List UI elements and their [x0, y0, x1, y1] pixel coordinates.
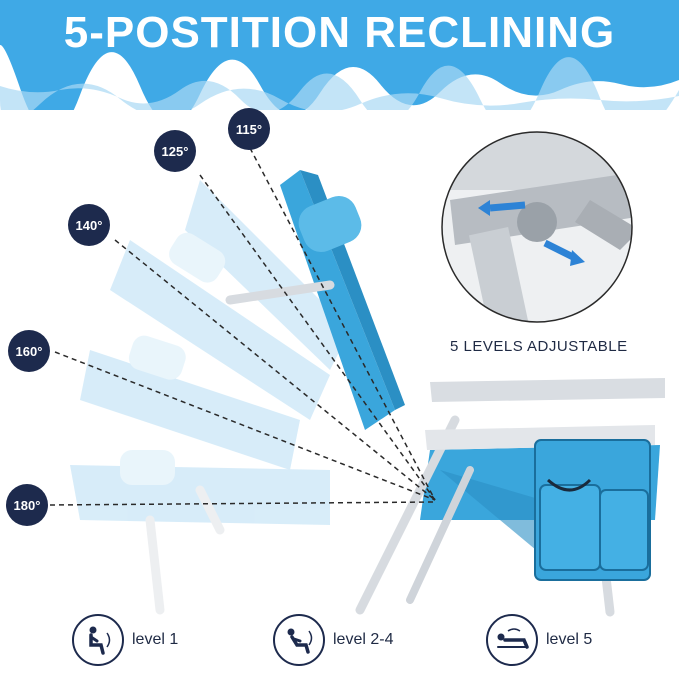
header-banner: [0, 0, 679, 110]
angle-badge-125: 125°: [154, 130, 196, 172]
angle-badge-115: 115°: [228, 108, 270, 150]
reclined-person-icon: [273, 614, 325, 666]
level-1-indicator: level 1: [72, 614, 178, 666]
level-5-indicator: level 5: [486, 614, 592, 666]
seated-person-icon: [72, 614, 124, 666]
page-title: 5-POSTITION RECLINING: [63, 8, 616, 57]
angle-badge-140: 140°: [68, 204, 110, 246]
angle-badge-160: 160°: [8, 330, 50, 372]
angle-badge-180: 180°: [6, 484, 48, 526]
ghost-chair-positions: [70, 180, 350, 615]
level-2-4-label: level 2-4: [333, 631, 394, 648]
level-2-4-indicator: level 2-4: [273, 614, 393, 666]
lying-person-icon: [486, 614, 538, 666]
angle-guides: [49, 147, 436, 506]
level-5-label: level 5: [546, 631, 593, 648]
hinge-zoom-circle: [441, 131, 633, 323]
level-1-label: level 1: [132, 631, 179, 648]
zoom-caption: 5 LEVELS ADJUSTABLE: [450, 338, 628, 355]
